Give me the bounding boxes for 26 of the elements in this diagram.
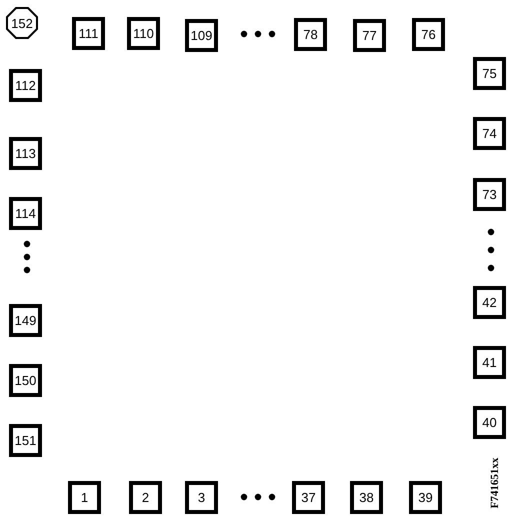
pin-pad: 151 [9,424,42,457]
pin-pad: 112 [9,69,42,102]
pin-pad: 150 [9,364,42,397]
pin-pad: 42 [473,286,506,319]
pin-pad: 3 [185,481,218,514]
pin-pad: 149 [9,304,42,337]
pin-pad: 114 [9,197,42,230]
pin-pad: 38 [350,481,383,514]
pin-pad: 73 [473,178,506,211]
pin-pad: 77 [353,19,386,52]
part-number: F741651xx [489,457,501,508]
pin-pad: 76 [412,18,445,51]
pin-pad: 78 [294,18,327,51]
pin-pad: 37 [292,481,325,514]
pin-pad: 113 [9,137,42,170]
pin-pad: 41 [473,346,506,379]
pin-pad: 75 [473,57,506,90]
pin-pad: 40 [473,406,506,439]
octagon-pin-pad: 152 [6,7,38,39]
pin-pad: 111 [72,17,105,50]
pin-pad: 74 [473,117,506,150]
pin-pad: 110 [127,17,160,50]
pin-pad: 2 [129,481,162,514]
pin-pad: 1 [68,481,101,514]
pin-pad: 39 [409,481,442,514]
pin-pad: 109 [185,19,218,52]
